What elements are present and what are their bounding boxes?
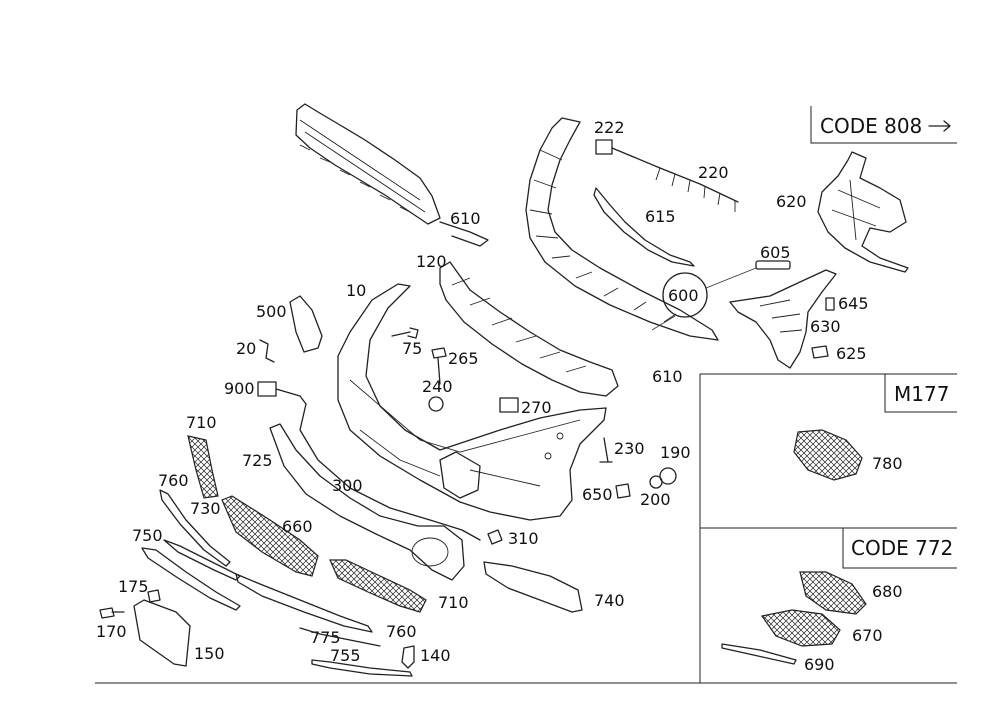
part-175-clip: 175 (118, 577, 161, 603)
part-220-wiring: 222 220 (594, 118, 739, 212)
part-780-grille-insert: 780 (793, 429, 903, 481)
part-625-clip (811, 345, 829, 359)
part-310-clip: 310 (487, 529, 539, 548)
label-500: 500 (256, 302, 287, 321)
part-760-lower-strip: 760 (299, 622, 417, 647)
label-615: 615 (645, 207, 676, 226)
label-270: 270 (521, 398, 552, 417)
part-750-strip: 750 (132, 526, 241, 611)
m177-box: M177 (699, 373, 957, 683)
label-170: 170 (96, 622, 127, 641)
part-230-bolt: 230 (599, 437, 645, 463)
part-190-sensor: 190 (659, 443, 691, 485)
label-600: 600 (668, 286, 699, 305)
part-755-strip: 755 (311, 646, 413, 677)
label-190: 190 (660, 443, 691, 462)
part-650-bracket: 650 (582, 483, 631, 504)
part-630-side-bracket: 630 645 625 (729, 269, 869, 369)
part-170-screw: 170 (96, 607, 127, 641)
part-200-ring: 200 (640, 475, 671, 509)
code-808-box: CODE 808 (810, 106, 957, 144)
part-20-clip: 20 (236, 339, 275, 363)
part-900-sensor: 900 (224, 379, 307, 405)
part-265-bolt: 265 (431, 347, 479, 385)
part-150-plate-holder: 150 (133, 599, 225, 667)
part-75-screw: 75 (391, 327, 422, 358)
label-780: 780 (872, 454, 903, 473)
label-625: 625 (836, 344, 867, 363)
label-220: 220 (698, 163, 729, 182)
part-670-grille: 670 (760, 609, 883, 647)
label-605: 605 (760, 243, 791, 262)
callout-600: 600 (651, 267, 757, 331)
part-610-main-carrier: 610 (525, 117, 719, 386)
part-10-bumper-cover: 10 (337, 281, 607, 521)
label-730: 730 (190, 499, 221, 518)
part-240-grommet: 240 (422, 377, 453, 412)
label-20: 20 (236, 339, 256, 358)
label-310: 310 (508, 529, 539, 548)
part-645-clip (825, 297, 835, 311)
label-740: 740 (594, 591, 625, 610)
connector-222 (595, 139, 613, 155)
label-710-left: 710 (186, 413, 217, 432)
label-610-upper: 610 (450, 209, 481, 228)
part-680-grille: 680 (799, 571, 903, 615)
code-772-label: CODE 772 (851, 536, 953, 560)
label-610-lower: 610 (652, 367, 683, 386)
label-690: 690 (804, 655, 835, 674)
label-222: 222 (594, 118, 625, 137)
label-660: 660 (282, 517, 313, 536)
label-645: 645 (838, 294, 869, 313)
code-772-box: CODE 772 (700, 527, 957, 569)
part-710-lower-grille: 710 (329, 559, 469, 613)
part-500-side-panel: 500 (256, 295, 323, 353)
label-650: 650 (582, 485, 613, 504)
label-200: 200 (640, 490, 671, 509)
part-120-absorber: 120 (416, 252, 619, 397)
label-150: 150 (194, 644, 225, 663)
label-760-upper: 760 (158, 471, 189, 490)
label-265: 265 (448, 349, 479, 368)
label-710-lower: 710 (438, 593, 469, 612)
label-120: 120 (416, 252, 447, 271)
part-270-block: 270 (499, 397, 552, 417)
part-690-strip: 690 (721, 643, 835, 674)
label-680: 680 (872, 582, 903, 601)
part-620-bracket: 620 (776, 151, 909, 273)
part-605-clip: 605 (755, 243, 791, 270)
label-760-lower: 760 (386, 622, 417, 641)
m177-label: M177 (894, 382, 949, 406)
label-670: 670 (852, 626, 883, 645)
label-175: 175 (118, 577, 149, 596)
label-300: 300 (332, 476, 363, 495)
part-610-upper-bracket: 610 (295, 103, 489, 247)
label-755: 755 (330, 646, 361, 665)
part-710-left-grille: 710 (186, 413, 219, 499)
part-725-lower-trim: 725 (242, 423, 465, 581)
label-140: 140 (420, 646, 451, 665)
part-615-strip: 615 (593, 187, 695, 267)
part-660-main-grille: 660 (221, 495, 319, 577)
part-760-upper-strip: 760 (158, 471, 231, 567)
label-620: 620 (776, 192, 807, 211)
label-230: 230 (614, 439, 645, 458)
label-750: 750 (132, 526, 163, 545)
code-808-label: CODE 808 (820, 114, 922, 138)
label-10: 10 (346, 281, 366, 300)
part-300-wiring-harness: 300 (299, 403, 481, 541)
label-75: 75 (402, 339, 422, 358)
part-730-strip: 730 (163, 499, 241, 581)
label-725: 725 (242, 451, 273, 470)
label-240: 240 (422, 377, 453, 396)
label-630: 630 (810, 317, 841, 336)
label-900: 900 (224, 379, 255, 398)
part-740-trim-ring: 740 (483, 561, 625, 613)
part-140-clip: 140 (401, 645, 451, 669)
